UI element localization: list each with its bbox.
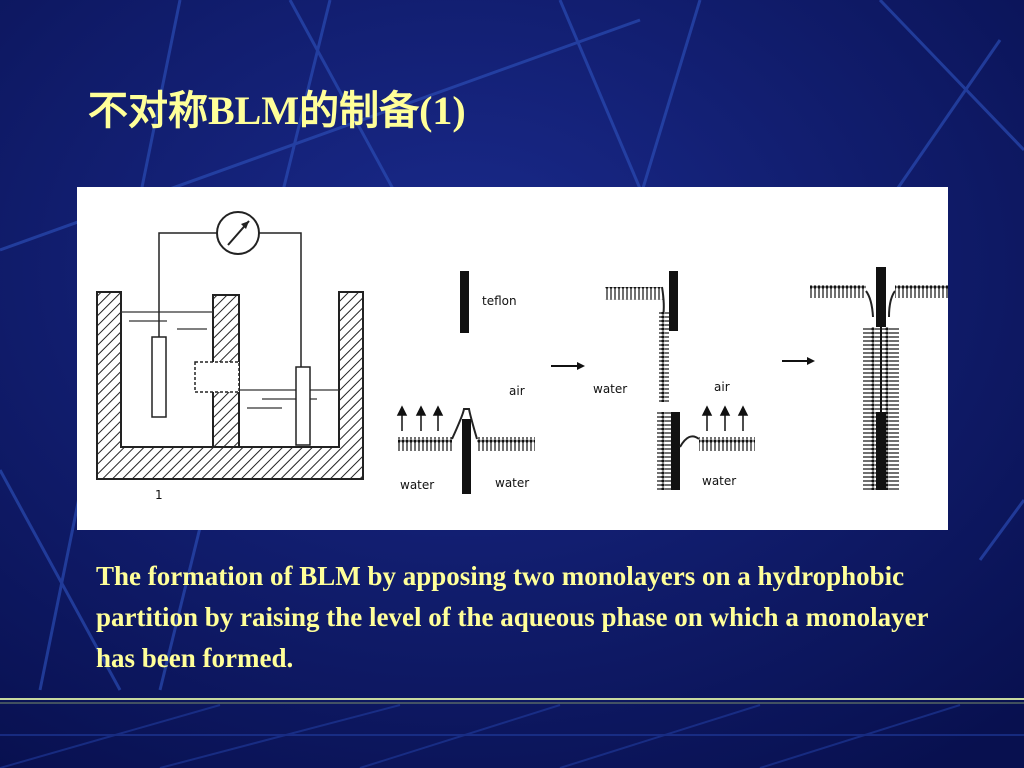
blm-formation-figure: 1 teflon air water water [77,187,948,530]
label-water-2: water [495,476,529,490]
arrow-two [782,357,815,365]
stage-two-panel: water air water [593,271,755,490]
stage-three-panel [810,267,948,490]
arrow-one [551,362,585,370]
label-1: 1 [155,488,163,502]
apparatus-panel: 1 [96,211,364,502]
stage-one-panel: teflon air water water [396,271,535,494]
label-air-1: air [509,384,525,398]
slide-title: 不对称BLM的制备(1) [88,88,466,133]
label-water-3: water [593,382,627,396]
label-air-2: air [714,380,730,394]
label-water-1: water [400,478,434,492]
label-teflon: teflon [482,294,517,308]
figure-caption: The formation of BLM by apposing two mon… [96,561,929,673]
label-water-4: water [702,474,736,488]
figure-drawing: 1 teflon air water water [96,211,948,502]
